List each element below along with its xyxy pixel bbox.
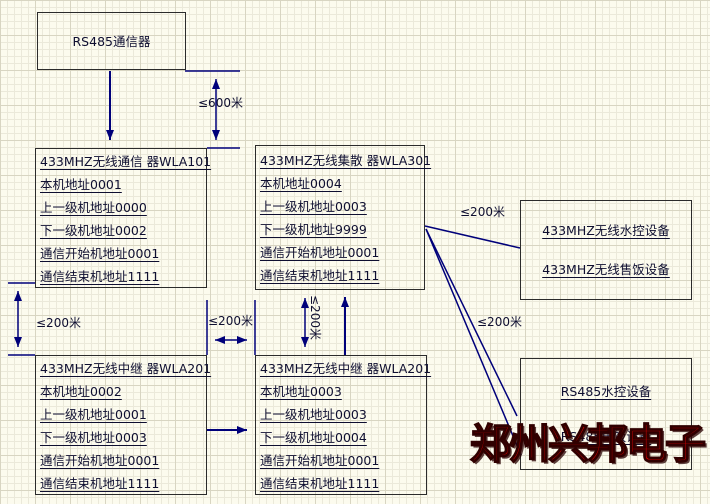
wla101-start-address: 通信开始机地址0001 [40,246,160,261]
distance-label-right-top-200m: ≤200米 [460,205,505,219]
wla201R-local-address: 本机地址0003 [260,384,342,399]
distance-label-right-bottom-200m: ≤200米 [477,315,522,329]
distance-label-middle-200m: ≤200米 [208,314,253,328]
wla301-title: 433MHZ无线集散 器WLA301 [260,153,432,168]
wla201L-start-address: 通信开始机地址0001 [40,453,160,468]
box-wla201-right: 433MHZ无线中继 器WLA201 本机地址0003 上一级机地址0003 下… [255,355,432,495]
wla101-title: 433MHZ无线通信 器WLA101 [40,154,212,169]
wla201L-upper-address: 上一级机地址0001 [40,407,147,422]
wla201L-end-address: 通信结束机地址1111 [40,476,160,491]
box-rs485-devices: RS485水控设备 RS485售饭设备 [520,358,692,470]
watermark-text: 郑州兴邦电子 [469,419,707,469]
wla301-local-address: 本机地址0004 [260,176,342,191]
wla201R-title: 433MHZ无线中继 器WLA201 [260,361,432,376]
wla201R-start-address: 通信开始机地址0001 [260,453,380,468]
distance-label-left-200m: ≤200米 [36,316,81,330]
wla201L-lower-address: 下一级机地址0003 [40,430,147,445]
wla301-end-address: 通信结束机地址1111 [260,268,380,283]
wla201L-local-address: 本机地址0002 [40,384,122,399]
wla201R-end-address: 通信结束机地址1111 [260,476,380,491]
rs485-water-device-label: RS485水控设备 [560,384,652,399]
distance-label-600m: ≤600米 [198,96,243,110]
wireless-water-device-label: 433MHZ无线水控设备 [542,223,670,238]
wla101-local-address: 本机地址0001 [40,177,122,192]
wla101-upper-address: 上一级机地址0000 [40,200,147,215]
wla201R-upper-address: 上一级机地址0003 [260,407,367,422]
wla301-start-address: 通信开始机地址0001 [260,245,380,260]
distance-label-vertical-200m: ≤200米 [308,295,322,340]
wla301-upper-address: 上一级机地址0003 [260,199,367,214]
wireless-meal-device-label: 433MHZ无线售饭设备 [542,262,670,277]
box-wla201-left: 433MHZ无线中继 器WLA201 本机地址0002 上一级机地址0001 下… [35,355,212,495]
box-rs485-communicator: RS485通信器 [37,12,186,70]
wla201R-lower-address: 下一级机地址0004 [260,430,367,445]
rs485-meal-device-label: RS485售饭设备 [560,429,652,444]
wla301-lower-address: 下一级机地址9999 [260,222,367,237]
wla101-lower-address: 下一级机地址0002 [40,223,147,238]
box-wla301: 433MHZ无线集散 器WLA301 本机地址0004 上一级机地址0003 下… [255,145,432,290]
wla101-end-address: 通信结束机地址1111 [40,269,160,284]
box-wireless-devices: 433MHZ无线水控设备 433MHZ无线售饭设备 [520,200,692,300]
wla201L-title: 433MHZ无线中继 器WLA201 [40,361,212,376]
rs485-communicator-label: RS485通信器 [72,33,151,49]
box-wla101: 433MHZ无线通信 器WLA101 本机地址0001 上一级机地址0000 下… [35,148,212,288]
